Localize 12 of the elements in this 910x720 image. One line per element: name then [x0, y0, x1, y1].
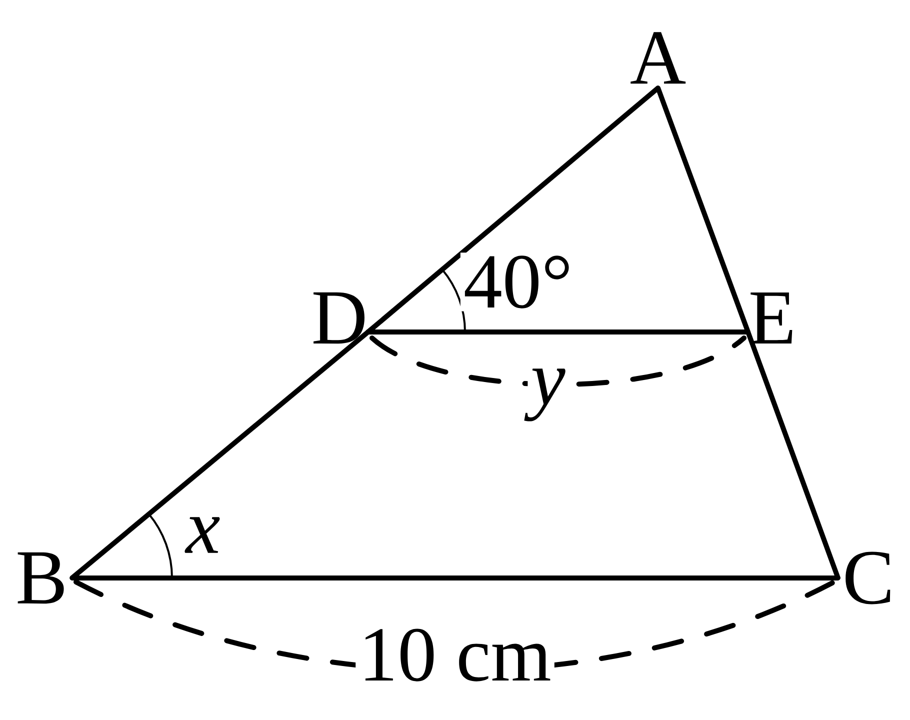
length-label: 10 cm [356, 626, 554, 684]
vertex-label: E [750, 292, 792, 344]
line-segment [70, 576, 840, 580]
vertex-label: A [630, 32, 686, 84]
vertex-label: C [846, 552, 890, 604]
vertex-label: B [18, 552, 64, 604]
line-segment [746, 330, 840, 580]
length-label: y [524, 366, 568, 424]
line-segment [366, 330, 750, 334]
angle-label: 40° [460, 252, 576, 312]
angle-label: x [182, 514, 224, 556]
vertex-label: D [314, 292, 364, 344]
